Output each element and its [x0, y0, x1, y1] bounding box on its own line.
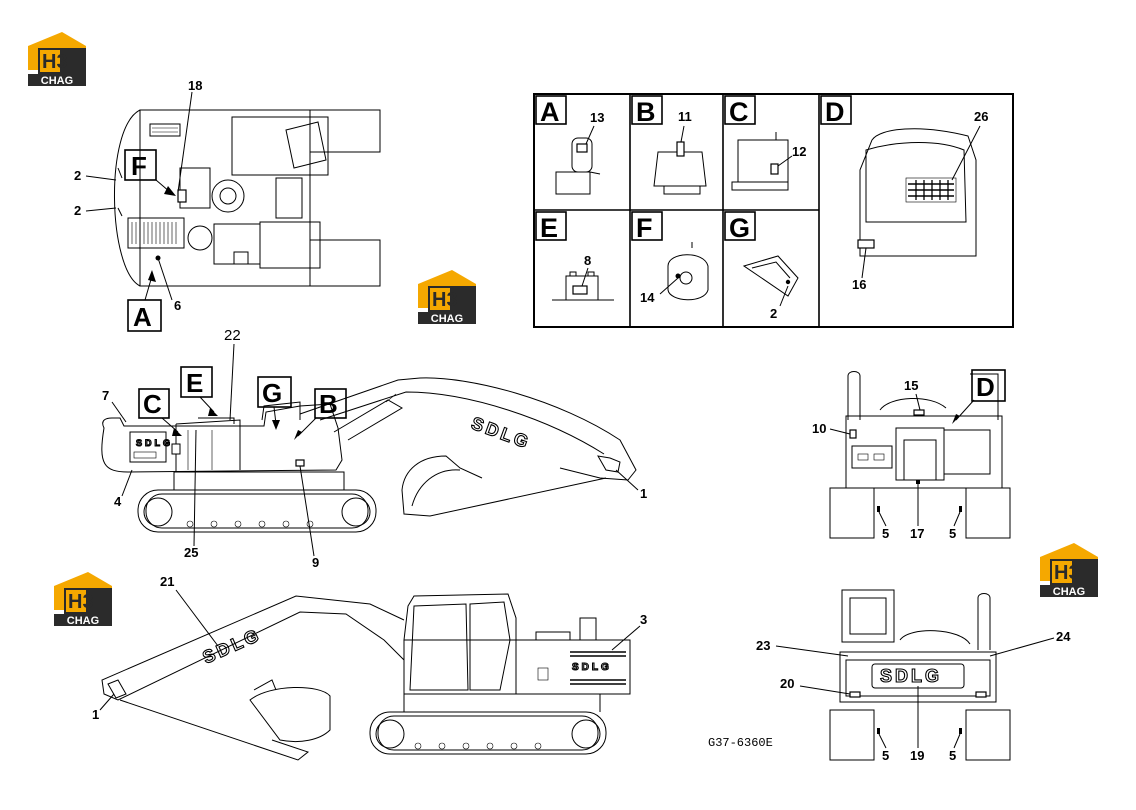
- cell-E: E 8: [535, 211, 614, 301]
- view-letter-D-box: [971, 369, 1006, 402]
- callout-1a: 1: [640, 486, 647, 501]
- view-letter-B-box: [314, 388, 347, 419]
- cell-D: D 26 16: [820, 95, 988, 292]
- view-letter-A: A: [133, 302, 152, 332]
- svg-text:F: F: [636, 213, 653, 243]
- view-letter-F-box: [124, 149, 157, 181]
- detail-grid: A 13 B 11 C 12: [533, 93, 1014, 328]
- callout-24: 24: [1056, 629, 1071, 644]
- callout-9: 9: [312, 555, 319, 570]
- svg-text:G: G: [729, 213, 750, 243]
- svg-text:H3: H3: [68, 591, 94, 613]
- logo-sub: CHAG: [41, 75, 73, 87]
- view-letter-E: E: [186, 368, 203, 398]
- cell-B: B 11: [631, 95, 707, 195]
- svg-text:CHAG: CHAG: [67, 615, 99, 627]
- callout-19: 19: [910, 748, 924, 763]
- callout-5c: 5: [882, 748, 889, 763]
- callout-5d: 5: [949, 748, 956, 763]
- view-letter-E-box: [180, 366, 213, 398]
- callout-23: 23: [756, 638, 770, 653]
- callout-17: 17: [910, 526, 924, 541]
- callout-18: 18: [188, 78, 202, 93]
- logo-bottom-left: H3 CHAG: [54, 572, 112, 627]
- view-letter-A-box: [127, 299, 162, 332]
- logo-right: H3 CHAG: [1040, 543, 1098, 598]
- svg-text:A: A: [540, 97, 560, 127]
- view-letter-B: B: [319, 389, 338, 419]
- callout-13: 13: [590, 110, 604, 125]
- callout-10: 10: [812, 421, 826, 436]
- callout-11: 11: [678, 109, 692, 124]
- callout-12: 12: [792, 144, 806, 159]
- callout-25: 25: [184, 545, 198, 560]
- svg-text:CHAG: CHAG: [1053, 586, 1085, 598]
- svg-text:C: C: [729, 97, 749, 127]
- view-letter-G: G: [262, 378, 282, 408]
- svg-text:D: D: [825, 97, 845, 127]
- svg-text:SDLG: SDLG: [469, 413, 534, 453]
- logo-top-left: H3 CHAG: [28, 32, 86, 87]
- svg-text:H3: H3: [432, 289, 458, 311]
- callout-5b: 5: [949, 526, 956, 541]
- logo-middle: H3 CHAG: [418, 270, 476, 325]
- callout-16: 16: [852, 277, 866, 292]
- callout-22: 22: [224, 327, 241, 344]
- callout-3: 3: [640, 612, 647, 627]
- callout-4: 4: [114, 494, 122, 509]
- svg-text:H3: H3: [1054, 562, 1080, 584]
- drawing-code: G37-6360E: [708, 736, 773, 750]
- svg-text:SDLG: SDLG: [136, 438, 173, 448]
- cell-G: G 2: [724, 211, 799, 321]
- callout-26: 26: [974, 109, 988, 124]
- callout-2c: 2: [770, 306, 777, 321]
- callout-6: 6: [174, 298, 181, 313]
- svg-text:B: B: [636, 97, 656, 127]
- callout-15: 15: [904, 378, 918, 393]
- callout-7: 7: [102, 388, 109, 403]
- view-letter-C-box: [138, 388, 170, 419]
- view-letter-F: F: [131, 151, 147, 181]
- svg-text:SDLG: SDLG: [199, 624, 264, 667]
- rear-view-top: D 15 10 5 17 5: [812, 369, 1011, 541]
- svg-text:E: E: [540, 213, 558, 243]
- callout-14: 14: [640, 290, 655, 305]
- callout-20: 20: [780, 676, 794, 691]
- svg-text:SDLG: SDLG: [572, 662, 612, 673]
- view-letter-C: C: [143, 389, 162, 419]
- callout-5a: 5: [882, 526, 889, 541]
- svg-text:CHAG: CHAG: [431, 313, 463, 325]
- callout-8: 8: [584, 253, 591, 268]
- side-view-right: SDLG SDLG 21 3 1: [92, 574, 647, 761]
- cell-A: A 13: [535, 95, 604, 195]
- logo-brand: H3: [42, 51, 68, 73]
- view-letter-D: D: [976, 372, 995, 402]
- callout-1b: 1: [92, 707, 99, 722]
- svg-text:SDLG: SDLG: [880, 666, 942, 686]
- top-view: F A 2 2 18 6: [74, 78, 381, 332]
- callout-21: 21: [160, 574, 174, 589]
- rear-view-bottom: SDLG 23 24 20 5 19 5: [756, 589, 1071, 763]
- cell-C: C 12: [724, 95, 806, 191]
- callout-2b: 2: [74, 203, 81, 218]
- side-view-left: SDLG SDLG C E G: [101, 327, 647, 570]
- cell-F: F 14: [631, 211, 709, 305]
- callout-2a: 2: [74, 168, 81, 183]
